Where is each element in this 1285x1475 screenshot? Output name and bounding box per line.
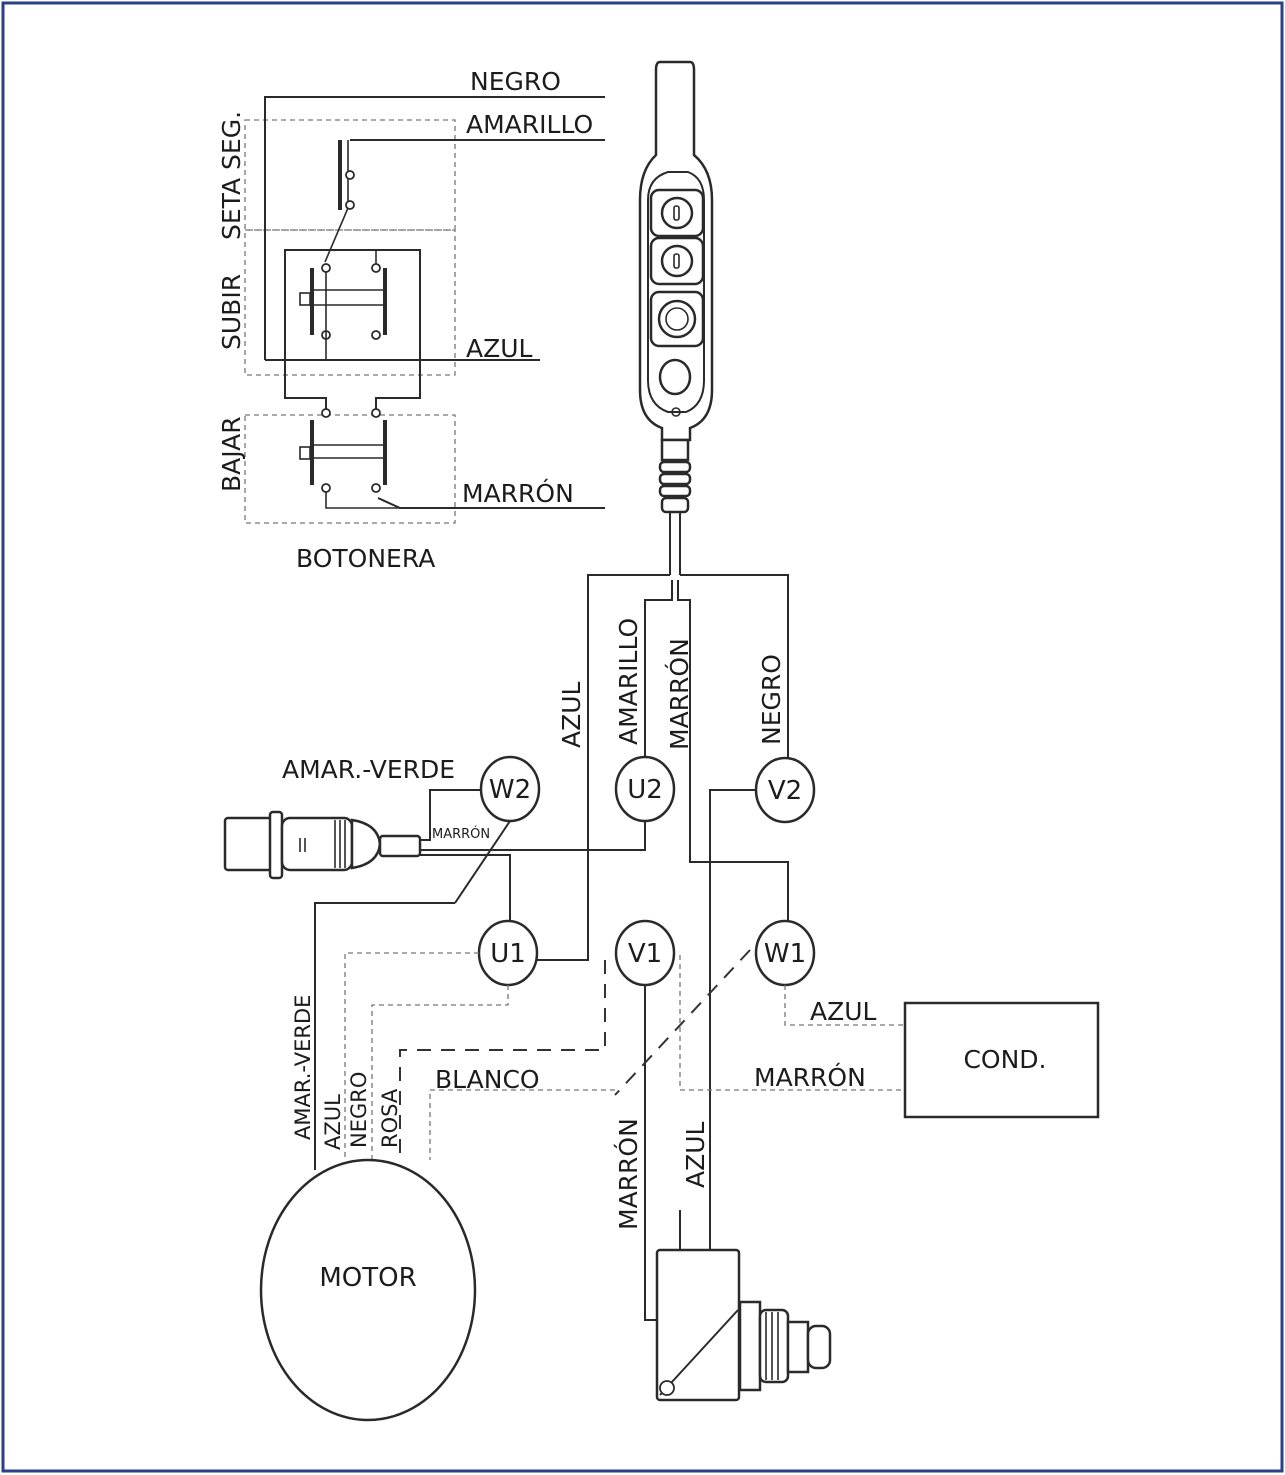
label-blanco: BLANCO (435, 1065, 540, 1094)
condenser: COND. (903, 1001, 1100, 1119)
label-marron-top: MARRÓN (462, 478, 574, 508)
svg-text:W2: W2 (489, 775, 531, 805)
terminal-u1: U1 (477, 919, 539, 987)
terminal-w2: W2 (479, 755, 541, 823)
main-cable-wires (535, 574, 789, 961)
label-negro-top: NEGRO (470, 67, 561, 96)
label-cond-marron: MARRÓN (754, 1062, 866, 1092)
svg-text:V2: V2 (768, 776, 802, 806)
label-motor-amar-verde: AMAR.-VERDE (291, 995, 315, 1140)
label-motor-rosa: ROSA (378, 1088, 402, 1148)
label-seta-seg: SETA SEG. (217, 111, 246, 240)
label-bajar: BAJAR (217, 416, 246, 492)
label-cable-amarillo: AMARILLO (614, 618, 643, 745)
terminal-w1: W1 (754, 919, 816, 987)
svg-text:W1: W1 (764, 939, 806, 969)
label-cable-negro: NEGRO (757, 654, 786, 745)
terminal-wiring (223, 789, 905, 1310)
label-switch-marron: MARRÓN (613, 1118, 643, 1230)
label-azul-top: AZUL (466, 334, 533, 363)
limit-switch (644, 1210, 832, 1402)
cond-label: COND. (963, 1045, 1046, 1074)
terminal-u2: U2 (614, 755, 676, 823)
label-cond-azul: AZUL (810, 997, 877, 1026)
label-cable-marron: MARRÓN (664, 638, 694, 750)
botonera-title: BOTONERA (296, 544, 435, 573)
terminal-v1: V1 (614, 919, 676, 987)
label-motor-azul: AZUL (321, 1094, 345, 1150)
label-subir: SUBIR (217, 274, 246, 350)
label-cable-azul: AZUL (557, 681, 586, 748)
terminal-v2: V2 (754, 756, 816, 824)
label-marron-plug: MARRÓN (432, 826, 490, 842)
svg-text:V1: V1 (628, 939, 662, 969)
motor: MOTOR (259, 1158, 477, 1422)
botonera-schematic (244, 96, 605, 524)
motor-label: MOTOR (319, 1263, 416, 1293)
svg-text:U1: U1 (490, 939, 526, 969)
label-amar-verde-plug: AMAR.-VERDE (282, 755, 455, 784)
pendant-controller (638, 60, 714, 575)
label-switch-azul: AZUL (681, 1121, 710, 1188)
label-motor-negro: NEGRO (347, 1072, 371, 1148)
svg-text:U2: U2 (627, 775, 663, 805)
label-amarillo-top: AMARILLO (466, 110, 593, 139)
